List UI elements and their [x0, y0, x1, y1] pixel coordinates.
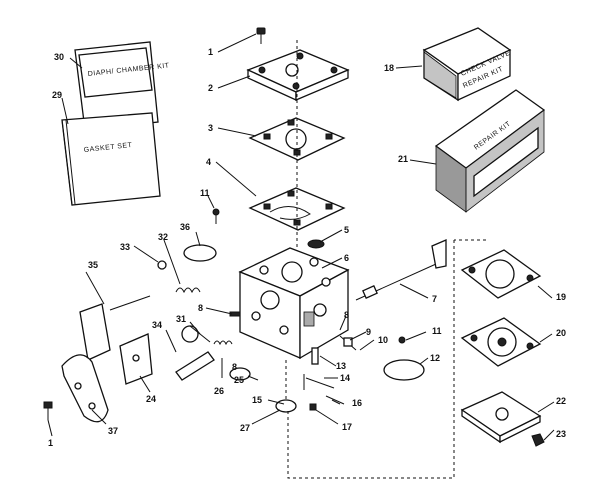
callout-11-right: 11	[432, 326, 442, 336]
callout-31: 31	[176, 314, 186, 324]
callout-5: 5	[344, 225, 349, 235]
needle-spring	[213, 340, 233, 346]
callout-3: 3	[208, 123, 213, 133]
choke-plate	[79, 295, 151, 361]
callout-6: 6	[344, 253, 349, 263]
callout-34: 34	[152, 320, 162, 330]
callout-11-top: 11	[200, 188, 210, 198]
callout-10: 10	[378, 335, 388, 345]
disc-25	[229, 367, 251, 381]
callout-18: 18	[384, 63, 394, 73]
callout-2: 2	[208, 83, 213, 93]
callout-24: 24	[146, 394, 156, 404]
screw-11-b	[398, 336, 406, 344]
callout-8-left: 8	[198, 303, 203, 313]
callout-22: 22	[556, 396, 566, 406]
diaphragm-chamber-kit-card: DIAPH/ CHAMBER KIT	[74, 41, 170, 131]
callout-25: 25	[234, 375, 244, 385]
callout-8-bottom: 8	[232, 362, 237, 372]
screw-1-bottom	[43, 401, 53, 420]
disc-12	[383, 359, 425, 381]
needle-9-10	[339, 335, 357, 351]
throttle-shaft	[355, 239, 447, 301]
callout-17: 17	[342, 422, 352, 432]
callout-35: 35	[88, 260, 98, 270]
screw-17	[309, 403, 317, 411]
callout-37: 37	[108, 426, 118, 436]
side-plate	[61, 354, 109, 423]
screw-11-a	[212, 208, 220, 224]
metering-lever	[303, 347, 335, 390]
callout-4: 4	[206, 157, 211, 167]
callout-36: 36	[180, 222, 190, 232]
repair-kit-box: REPAIR KIT	[434, 89, 546, 213]
callout-23: 23	[556, 429, 566, 439]
callout-12: 12	[430, 353, 440, 363]
metering-gasket-19	[460, 249, 542, 299]
carburetor-body	[238, 247, 350, 360]
screw-1-top	[256, 27, 266, 44]
callout-15: 15	[252, 395, 262, 405]
adjustment-needle	[175, 325, 215, 381]
screw-16	[325, 395, 345, 405]
callout-9: 9	[366, 327, 371, 337]
callout-32: 32	[158, 232, 168, 242]
check-valve-kit-box: CHECK VALVE REPAIR KIT	[422, 27, 512, 102]
leader-lines	[47, 33, 555, 441]
callout-13: 13	[336, 361, 346, 371]
callout-20: 20	[556, 328, 566, 338]
callout-14: 14	[340, 373, 350, 383]
plate-36	[183, 244, 217, 262]
callout-33: 33	[120, 242, 130, 252]
choke-spring	[157, 260, 201, 294]
callout-30: 30	[54, 52, 64, 62]
callout-1-top: 1	[208, 47, 213, 57]
callout-27: 27	[240, 423, 250, 433]
callout-1-bottom: 1	[48, 438, 53, 448]
gasket-set-card: GASKET SET	[61, 112, 161, 206]
callout-19: 19	[556, 292, 566, 302]
callout-7: 7	[432, 294, 437, 304]
callout-8-right: 8	[344, 310, 349, 320]
bracket	[119, 333, 153, 385]
pump-cover	[246, 49, 350, 102]
callout-16: 16	[352, 398, 362, 408]
screw-23	[531, 433, 545, 447]
metering-diaphragm-20	[460, 317, 542, 367]
callout-numbers: 1 2 3 4 5 6 7 8 8 8 9 10 11 11 12 13 14 …	[48, 47, 566, 448]
metering-cover-22	[460, 391, 542, 444]
callout-26: 26	[214, 386, 224, 396]
callout-21: 21	[398, 154, 408, 164]
callout-29: 29	[52, 90, 62, 100]
